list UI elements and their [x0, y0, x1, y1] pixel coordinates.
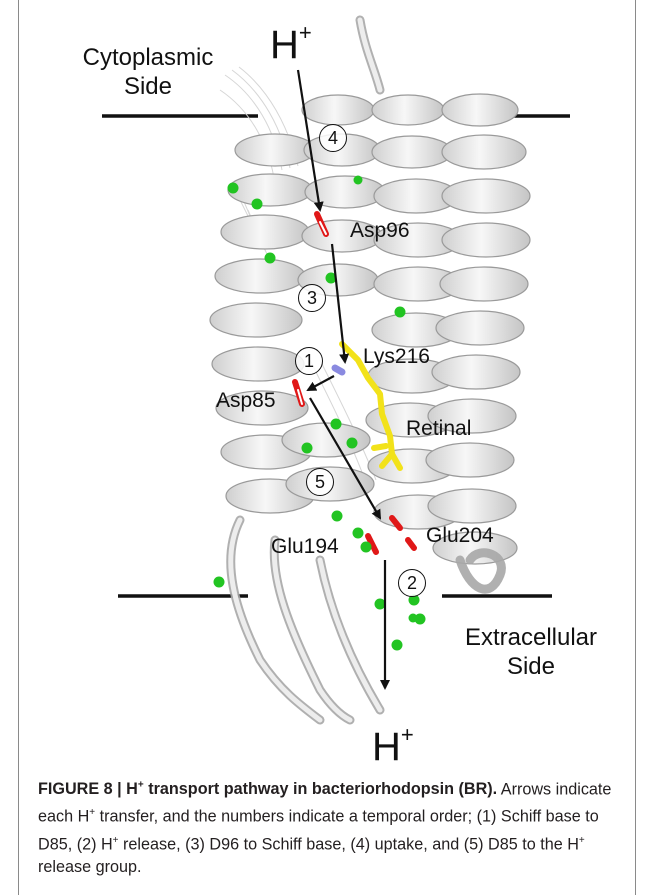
bottom-proton-label: H+	[372, 724, 414, 767]
caption-sup-3: +	[579, 835, 585, 846]
top-proton-base: H	[270, 23, 299, 67]
step-marker-3: 3	[298, 284, 326, 312]
step-marker-5: 5	[306, 468, 334, 496]
residue-asp85: Asp85	[216, 389, 276, 413]
cytoplasmic-line1: Cytoplasmic	[68, 44, 228, 73]
residue-asp96: Asp96	[350, 219, 410, 243]
step-marker-1: 1	[295, 347, 323, 375]
residue-lys216: Lys216	[363, 345, 430, 369]
arrow-step-1	[308, 376, 334, 390]
helix-bundle	[210, 94, 530, 564]
step-marker-2: 2	[398, 569, 426, 597]
caption-text-4: release group.	[38, 858, 142, 876]
cytoplasmic-side-label: Cytoplasmic Side	[68, 44, 228, 102]
top-proton-label: H+	[270, 22, 312, 65]
caption-title-rest: transport pathway in bacteriorhodopsin (…	[144, 780, 497, 798]
figure-caption: FIGURE 8 | H + transport pathway in bacte…	[38, 774, 623, 879]
arrow-step-3	[332, 244, 345, 362]
helix-d	[426, 94, 530, 564]
caption-text-3: release, (3) D96 to Schiff base, (4) upt…	[119, 835, 579, 853]
top-proton-charge: +	[299, 20, 312, 45]
bottom-proton-base: H	[372, 725, 401, 769]
helix-a	[210, 134, 315, 513]
residue-glu194: Glu194	[271, 535, 339, 559]
extracellular-line1: Extracellular	[446, 624, 616, 653]
residue-retinal: Retinal	[406, 417, 471, 441]
caption-title: FIGURE 8 | H+ transport pathway in bacte…	[38, 780, 497, 798]
step-marker-4: 4	[319, 124, 347, 152]
figure-panel: H+ H+ Cytoplasmic Side Extracellular Sid…	[20, 0, 635, 770]
extracellular-line2: Side	[446, 653, 616, 682]
caption-label: FIGURE 8 | H	[38, 780, 138, 798]
bottom-proton-charge: +	[401, 722, 414, 747]
extracellular-side-label: Extracellular Side	[446, 624, 616, 682]
residue-glu204: Glu204	[426, 524, 494, 548]
cytoplasmic-line2: Side	[68, 73, 228, 102]
